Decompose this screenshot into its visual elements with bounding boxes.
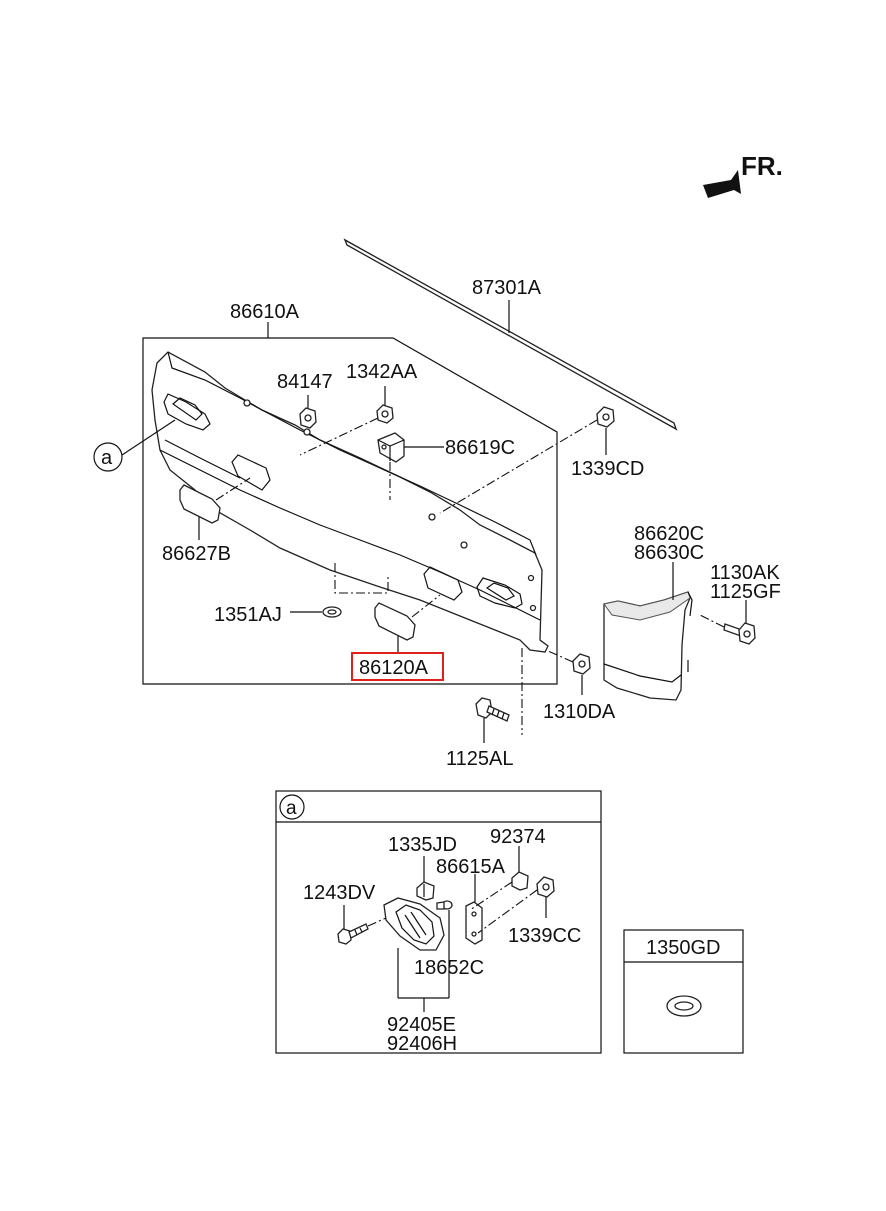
label-1125AL: 1125AL: [446, 748, 513, 770]
part-1335JD[interactable]: 1335JD: [388, 834, 457, 901]
label-1335JD: 1335JD: [388, 834, 457, 856]
part-1339CD[interactable]: 1339CD: [439, 406, 644, 514]
label-86627B: 86627B: [162, 543, 231, 565]
part-86619C[interactable]: 86619C: [377, 432, 515, 500]
part-87301A[interactable]: 87301A: [343, 238, 678, 431]
label-86610A: 86610A: [230, 301, 300, 323]
callout-letter: a: [101, 447, 113, 469]
part-18652C[interactable]: 18652C: [414, 900, 484, 998]
detail-callout-a[interactable]: a: [93, 419, 176, 472]
part-1310DA[interactable]: 1310DA: [543, 650, 616, 723]
label-18652C: 18652C: [414, 957, 484, 979]
label-1351AJ: 1351AJ: [214, 604, 282, 626]
front-direction-indicator: FR.: [703, 151, 783, 198]
garnish-panel-86610A[interactable]: [151, 351, 549, 653]
detail-a-box: a: [275, 790, 602, 1054]
part-1339CC[interactable]: 1339CC: [477, 876, 581, 947]
label-1339CD: 1339CD: [571, 458, 644, 480]
label-84147: 84147: [277, 371, 333, 393]
label-86615A: 86615A: [436, 856, 506, 878]
part-92374[interactable]: 92374: [469, 826, 546, 911]
front-arrow-icon: [703, 170, 741, 198]
part-86627B[interactable]: 86627B: [162, 477, 251, 565]
part-1350GD-box[interactable]: 1350GD: [623, 929, 744, 1054]
part-84147[interactable]: 84147: [277, 371, 333, 429]
label-86620C: 86620C: [634, 523, 704, 545]
label-92405E: 92405E: [387, 1014, 456, 1036]
label-1125GF: 1125GF: [710, 581, 781, 603]
label-86619C: 86619C: [445, 437, 515, 459]
label-1310DA: 1310DA: [543, 701, 616, 723]
part-1125AL[interactable]: 1125AL: [446, 648, 523, 770]
assembly-box-86610A: 86610A: [142, 301, 558, 685]
part-92405E-92406H[interactable]: 92405E 92406H: [383, 897, 457, 1055]
label-87301A: 87301A: [472, 277, 542, 299]
part-1342AA[interactable]: 1342AA: [299, 361, 418, 456]
label-1339CC: 1339CC: [508, 925, 581, 947]
label-1243DV: 1243DV: [303, 882, 376, 904]
part-1351AJ[interactable]: 1351AJ: [214, 604, 342, 626]
part-86620C-86630C[interactable]: 86620C 86630C: [603, 523, 704, 701]
part-1130AK-1125GF[interactable]: 1130AK 1125GF: [699, 562, 781, 645]
part-86615A[interactable]: 86615A: [436, 856, 506, 945]
detail-a-letter: a: [286, 798, 297, 819]
highlight-box-86120A: [351, 652, 444, 681]
label-92374: 92374: [490, 826, 546, 848]
label-1350GD: 1350GD: [646, 937, 721, 959]
part-86120A[interactable]: 86120A: [351, 594, 444, 681]
label-1342AA: 1342AA: [346, 361, 418, 383]
front-label: FR.: [741, 151, 783, 181]
label-86120A: 86120A: [359, 657, 429, 679]
label-92406H: 92406H: [387, 1033, 457, 1055]
guide-lines-lower: [334, 563, 389, 594]
label-1130AK: 1130AK: [710, 562, 780, 584]
label-86630C: 86630C: [634, 542, 704, 564]
part-1243DV[interactable]: 1243DV: [303, 882, 387, 945]
